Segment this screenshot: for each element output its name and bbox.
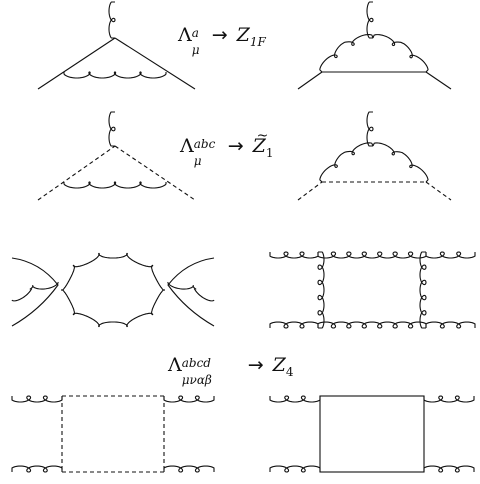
- external-gluon-top-left: [269, 395, 321, 403]
- diagram-four-gluon-gluon-box: [269, 251, 476, 329]
- external-gluon-bottom-left: [269, 465, 321, 473]
- quark-box: [319, 395, 425, 473]
- external-gluon-top-right: [423, 395, 475, 403]
- external-gluon-right: [167, 281, 215, 302]
- external-gluon: [108, 111, 116, 147]
- external-gluon-bottom-right: [163, 465, 215, 473]
- ghost-line-right: [425, 181, 452, 201]
- loop-gluon-right: [372, 34, 429, 73]
- loop-gluon-left: [319, 34, 374, 73]
- diagram-four-gluon-ghost-box: [11, 395, 215, 473]
- external-gluon-bottom-right: [423, 465, 475, 473]
- box-gluon-top: [317, 251, 427, 259]
- quark-line-right: [167, 257, 215, 327]
- diagram-four-gluon-quark-box: [269, 395, 475, 473]
- diagram-ghost-gluon-vertex-gluon-exchange: [37, 111, 196, 201]
- external-gluon: [108, 1, 116, 39]
- quark-line-left: [297, 71, 323, 90]
- quark-line-left: [37, 37, 116, 90]
- external-gluon-bottom-left: [11, 465, 63, 473]
- box-gluon-right: [419, 251, 427, 329]
- quark-line-right: [425, 71, 452, 90]
- loop-gluon-top: [61, 252, 165, 291]
- external-gluon: [366, 1, 374, 39]
- external-gluon-top-left: [11, 395, 63, 403]
- diagram-ghost-gluon-vertex-gluon-loop: [297, 111, 452, 201]
- diagram-quark-gluon-vertex-gluon-loop: [297, 1, 452, 90]
- box-gluon-bottom: [317, 321, 427, 329]
- external-gluon-top-right: [425, 251, 476, 259]
- ghost-line-right: [114, 145, 196, 201]
- ghost-line-left: [37, 145, 116, 201]
- external-gluon: [366, 111, 374, 147]
- diagram-quark-gluon-vertex-gluon-exchange: [37, 1, 196, 90]
- quark-line-right: [114, 37, 196, 90]
- box-gluon-left: [317, 251, 325, 329]
- exchanged-gluon: [63, 181, 167, 189]
- loop-gluon-left: [319, 142, 374, 183]
- loop-gluon-right: [372, 142, 429, 183]
- external-gluon-top-left: [269, 251, 319, 259]
- external-gluon-bottom-left: [269, 321, 319, 329]
- external-gluon-bottom-right: [425, 321, 476, 329]
- ghost-line-left: [297, 181, 323, 201]
- diagram-four-gluon-quark-loop: [11, 252, 215, 328]
- external-gluon-top-right: [163, 395, 215, 403]
- loop-gluon-bottom: [61, 289, 165, 328]
- exchanged-gluon: [63, 71, 167, 79]
- external-gluon-left: [11, 281, 59, 302]
- quark-line-left: [11, 257, 59, 327]
